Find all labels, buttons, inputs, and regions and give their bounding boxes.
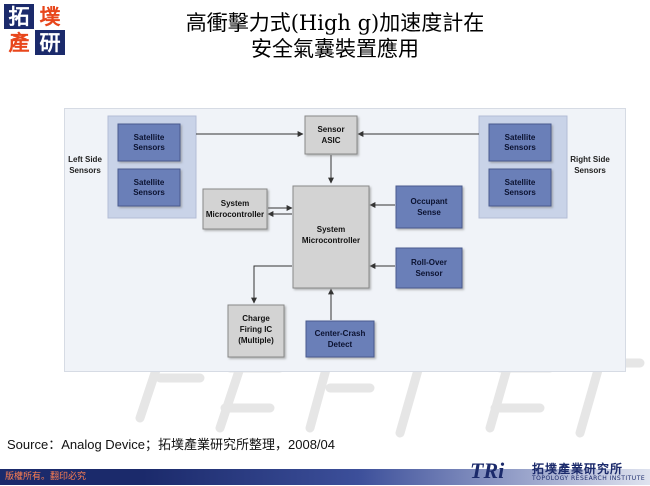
- small-micro-line-1: System: [221, 199, 249, 208]
- rollover-sensor-box: [395, 247, 463, 289]
- charge-firing-box: [227, 304, 285, 358]
- slide-title-line-2: 安全氣囊裝置應用: [251, 37, 419, 61]
- center-crash-line-2: Detect: [328, 340, 353, 349]
- sensor-asic-box: [304, 115, 358, 155]
- institute-logo: 拓 墣 產 研: [4, 4, 66, 56]
- center-crash-line-1: Center-Crash: [315, 329, 366, 338]
- right-side-label-line-1: Right Side: [570, 155, 610, 164]
- right-satellite-box-2: [488, 168, 552, 207]
- system-microcontroller-main-box: [292, 185, 370, 289]
- system-microcontroller-small-box: [202, 188, 268, 230]
- occupant-line-2: Sense: [417, 208, 441, 217]
- copyright-notice: 版權所有。翻印必究: [5, 472, 87, 482]
- left-satellite-2-line-1: Satellite: [134, 178, 165, 187]
- left-satellite-box-1: [117, 123, 181, 162]
- right-side-label-line-2: Sensors: [574, 166, 606, 175]
- left-satellite-box-2: [117, 168, 181, 207]
- occupant-sense-box: [395, 185, 463, 229]
- left-side-label-line-2: Sensors: [69, 166, 101, 175]
- main-micro-line-2: Microcontroller: [302, 236, 360, 245]
- footer-institute-logo: TRi 拓墣產業研究所 TOPOLOGY RESEARCH INSTITUTE: [470, 458, 648, 486]
- tri-logo-text: TRi: [470, 458, 505, 483]
- charge-line-1: Charge: [242, 314, 270, 323]
- logo-char-1: 拓: [4, 4, 34, 29]
- right-satellite-box-1: [488, 123, 552, 162]
- sensor-asic-line-2: ASIC: [321, 136, 340, 145]
- sensor-asic-line-1: Sensor: [317, 125, 344, 134]
- left-side-label-line-1: Left Side: [68, 155, 102, 164]
- logo-char-2: 墣: [35, 4, 65, 29]
- charge-line-3: (Multiple): [238, 336, 274, 345]
- right-satellite-1-line-1: Satellite: [505, 133, 536, 142]
- left-satellite-1-line-2: Sensors: [133, 143, 165, 152]
- rollover-line-2: Sensor: [415, 269, 442, 278]
- left-satellite-2-line-2: Sensors: [133, 188, 165, 197]
- main-micro-line-1: System: [317, 225, 345, 234]
- arrow-main-to-charge: [251, 265, 292, 304]
- institute-name-en: TOPOLOGY RESEARCH INSTITUTE: [532, 475, 646, 482]
- logo-char-3: 產: [4, 30, 34, 55]
- right-satellite-1-line-2: Sensors: [504, 143, 536, 152]
- rollover-line-1: Roll-Over: [411, 258, 447, 267]
- left-satellite-1-line-1: Satellite: [134, 133, 165, 142]
- occupant-line-1: Occupant: [411, 197, 448, 206]
- institute-name-cn: 拓墣產業研究所: [532, 462, 624, 476]
- small-micro-line-2: Microcontroller: [206, 210, 264, 219]
- right-satellite-2-line-1: Satellite: [505, 178, 536, 187]
- slide-title-line-1: 高衝擊力式(High g)加速度計在: [185, 11, 485, 35]
- right-satellite-2-line-2: Sensors: [504, 188, 536, 197]
- source-caption: Source：Analog Device；拓墣產業研究所整理，2008/04: [7, 437, 336, 452]
- footer-bar: [0, 469, 650, 485]
- logo-char-4: 研: [35, 30, 65, 55]
- charge-line-2: Firing IC: [240, 325, 273, 334]
- center-crash-box: [305, 320, 375, 358]
